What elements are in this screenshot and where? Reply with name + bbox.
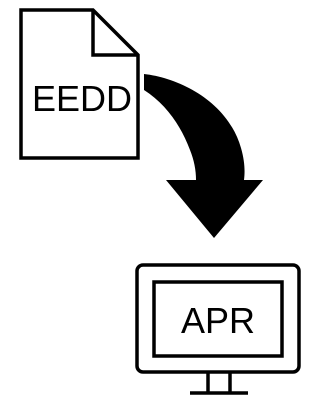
source-document: EEDD [19,8,140,160]
document-fold-corner [91,10,138,57]
target-monitor: APR [135,263,301,395]
document-icon [19,8,140,160]
curved-arrow-down-icon [144,74,263,238]
source-document-label: EEDD [32,78,132,119]
monitor-screen [152,280,284,358]
flow-arrow [144,74,263,238]
target-monitor-label: APR [181,300,255,341]
